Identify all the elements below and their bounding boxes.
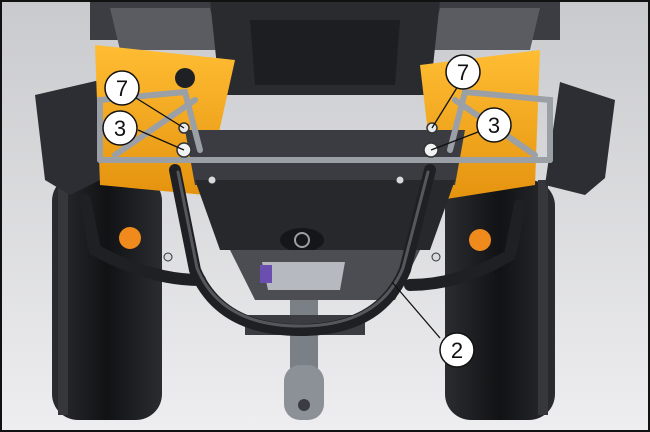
callout-3-left-label: 3	[114, 116, 126, 141]
callout-7-right: 7	[445, 54, 481, 90]
callout-3-right-label: 3	[488, 113, 500, 138]
left-reflector	[119, 227, 141, 249]
callout-3-right: 3	[476, 107, 512, 143]
callout-2-label: 2	[451, 338, 463, 363]
leader-2	[391, 281, 441, 339]
right-fender-flare	[545, 82, 615, 195]
left-tire	[52, 175, 162, 420]
callout-3-left: 3	[102, 110, 138, 146]
rear-cover	[195, 180, 455, 250]
callout-2: 2	[439, 332, 475, 368]
hitch-tongue	[284, 365, 324, 420]
callout-7-left-label: 7	[116, 76, 128, 101]
callout-7-right-label: 7	[457, 60, 469, 85]
leader-3-right	[430, 131, 479, 151]
left-fender-flare	[35, 80, 110, 195]
rear-rack-top	[90, 0, 560, 95]
leader-3-left	[137, 129, 185, 151]
rear-body	[185, 130, 465, 300]
brand-logo	[294, 232, 310, 248]
leader-lines	[135, 85, 479, 339]
right-reflector	[469, 229, 491, 251]
rear-bumper-tube	[79, 164, 526, 337]
leader-7-right	[431, 85, 459, 129]
callout-7-left: 7	[104, 70, 140, 106]
leader-7-left	[135, 97, 185, 129]
